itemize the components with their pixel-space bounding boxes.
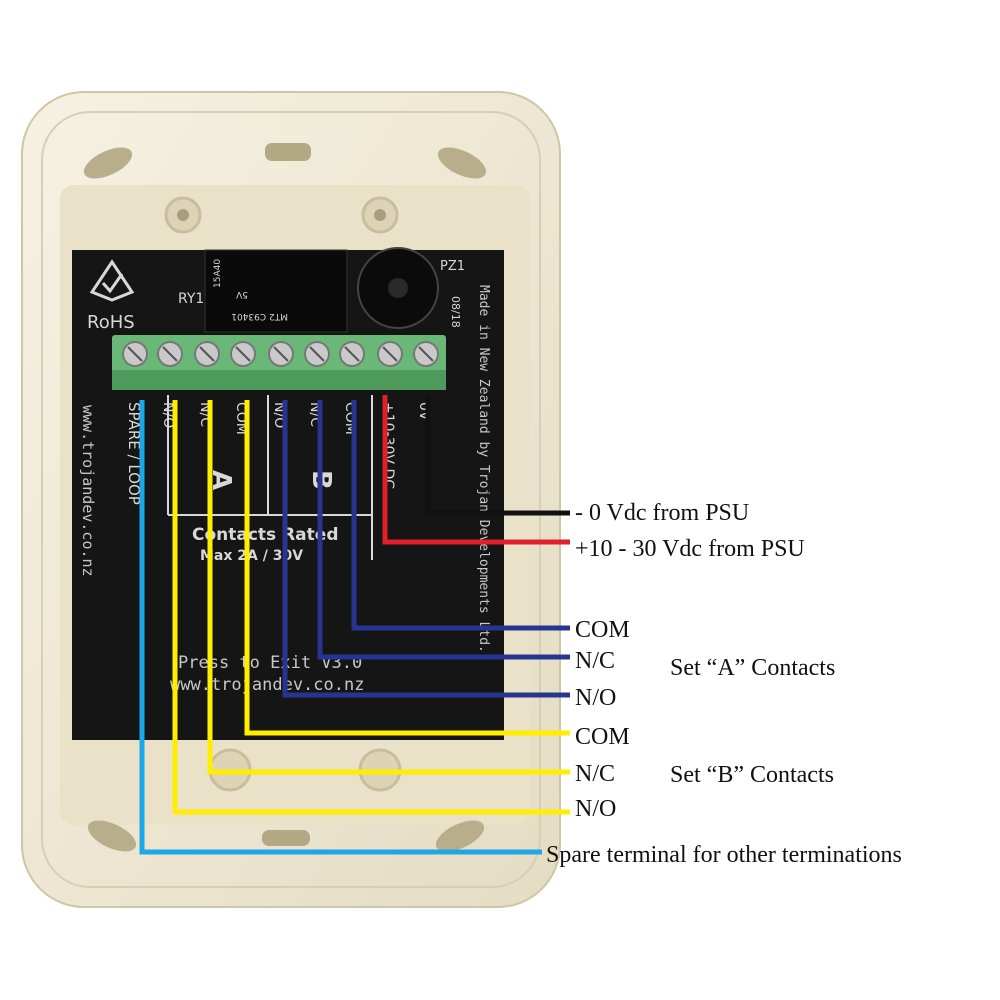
url-bottom: www.trojandev.co.nz xyxy=(170,675,364,695)
mounting-slot-top-left xyxy=(83,147,133,179)
svg-text:MT2 C93401: MT2 C93401 xyxy=(231,311,288,321)
wire-com-a-blue xyxy=(351,400,570,631)
label-no-a: N/O xyxy=(575,685,616,711)
mounting-slot-top-right xyxy=(437,147,487,179)
pcb-board: RoHS MT2 C93401 5V 15A40 RY1 PZ1 08/18 S… xyxy=(72,247,504,740)
wire-com-b-yellow xyxy=(244,400,570,736)
label-plus-vdc: +10 - 30 Vdc from PSU xyxy=(575,536,805,562)
relay-component: MT2 C93401 5V 15A40 xyxy=(204,249,348,333)
wire-plus-red xyxy=(382,395,570,545)
callout-labels: - 0 Vdc from PSU +10 - 30 Vdc from PSU C… xyxy=(546,500,902,868)
label-com-a: COM xyxy=(575,617,630,643)
mounting-slot-bottom-left xyxy=(87,820,137,852)
label-0vdc: - 0 Vdc from PSU xyxy=(575,500,749,526)
mounting-slot-bottom-right xyxy=(435,820,485,852)
bottom-slot xyxy=(262,830,310,846)
press-to-exit-label: Press to Exit V3.0 xyxy=(178,653,362,673)
terminal-screw-slot-4 xyxy=(235,346,251,362)
wire-no-b-yellow xyxy=(172,400,570,815)
label-nc-b: N/C xyxy=(575,761,615,787)
terminal-screw-slot-5 xyxy=(273,346,289,362)
label-spare: Spare terminal for other terminations xyxy=(546,842,902,868)
made-in-label: Made in New Zealand by Trojan Developmen… xyxy=(476,285,491,653)
url-side: www.trojandev.co.nz xyxy=(79,405,97,577)
label-nc-a: N/C xyxy=(575,648,615,674)
terminal-screw-slot-3 xyxy=(199,346,215,362)
terminal-screw-slot-8 xyxy=(382,346,398,362)
terminal-label-1: SPARE / LOOP xyxy=(125,402,143,505)
svg-text:15A40: 15A40 xyxy=(213,259,223,288)
terminal-label-8: +10-30V DC xyxy=(380,402,396,489)
terminal-screw-slot-2 xyxy=(162,346,178,362)
rohs-logo-icon xyxy=(89,259,135,302)
relay-ref: RY1 xyxy=(178,291,204,307)
terminal-block xyxy=(112,335,446,390)
terminal-screw-slot-1 xyxy=(127,346,143,362)
terminal-screw-slot-6 xyxy=(309,346,325,362)
contacts-rated-line1: Contacts Rated xyxy=(192,525,338,545)
buzzer-ref: PZ1 xyxy=(440,259,465,274)
label-no-b: N/O xyxy=(575,796,616,822)
terminal-screw-slot-7 xyxy=(344,346,360,362)
label-com-b: COM xyxy=(575,724,630,750)
svg-text:5V: 5V xyxy=(235,289,248,299)
contacts-rated-line2: Max 2A / 30V xyxy=(200,548,303,564)
label-set-a: Set “A” Contacts xyxy=(670,655,835,681)
group-a-label: A xyxy=(206,470,236,490)
wire-nc-a-blue xyxy=(317,400,570,660)
wire-0v-black xyxy=(425,395,570,516)
wire-spare-cyan xyxy=(139,400,542,855)
top-slot xyxy=(265,143,311,161)
buzzer-component xyxy=(357,247,439,329)
wires xyxy=(139,395,570,855)
wire-no-a-blue xyxy=(282,400,570,698)
label-set-b: Set “B” Contacts xyxy=(670,762,834,788)
date-code: 08/18 xyxy=(449,296,462,328)
rohs-label: RoHS xyxy=(87,312,135,333)
terminal-screw-slot-9 xyxy=(418,346,434,362)
wire-nc-b-yellow xyxy=(207,400,570,775)
